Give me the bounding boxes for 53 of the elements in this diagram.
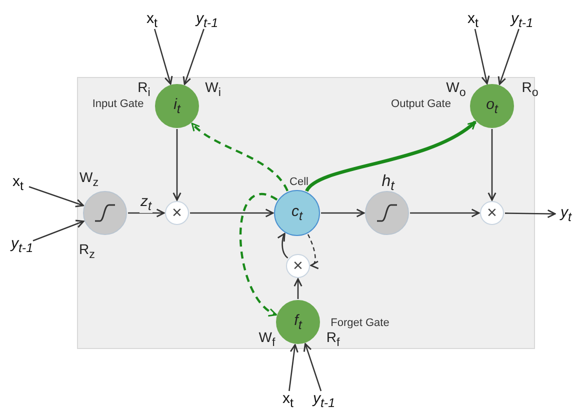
arrow [410,208,480,218]
arrow [288,344,298,392]
multiply-circle [286,254,310,278]
arrow [303,343,322,392]
dashed-arrow [239,193,278,316]
arrow [498,28,520,85]
dashed-arrow [191,122,288,192]
weight-label: R$_{o}$ [522,79,538,99]
weight-label: R$_{i}$ [138,79,150,99]
variable-label: y$_{t-1}$ [507,9,537,31]
variable-label: y$_{t-1}$ [192,9,222,31]
arrow [294,278,302,299]
arrow [32,220,84,242]
multiply-circle [480,201,504,225]
arrow [488,129,496,201]
cell-label: Cell [290,176,308,188]
variable-label: x$_{t}$ [273,389,303,411]
multiply-sign: × [293,256,303,276]
weight-label: W$_{f}$ [258,329,276,349]
variable-label: c$_{t}$ [292,203,302,223]
weight-label: W$_{o}$ [446,79,466,99]
variable-label: y$_{t-1}$ [7,234,37,256]
variable-label: h$_{t}$ [382,172,394,194]
dashed-arrow [307,234,320,268]
arrow [190,208,274,218]
weight-label: W$_{z}$ [79,169,99,189]
arrow [154,28,173,85]
variable-label: x$_{t}$ [137,9,167,31]
weight-label: R$_{z}$ [79,241,95,261]
variable-label: o$_{t}$ [486,96,498,116]
arrow [278,232,288,258]
multiply-sign: × [487,203,497,223]
weight-label: R$_{f}$ [326,329,340,349]
variable-label: y$_{t}$ [551,203,581,225]
variable-label: f$_{t}$ [294,312,302,332]
arrow [172,129,182,201]
gate-label: Forget Gate [330,317,390,329]
arrow [128,208,165,218]
variable-label: x$_{t}$ [3,172,33,194]
gate-label: Input Gate [92,98,144,110]
arrow [28,186,84,208]
variable-label: y$_{t-1}$ [309,389,339,411]
multiply-sign: × [172,203,182,223]
arrow [474,28,490,84]
arrow [321,208,365,218]
arrow [305,120,476,192]
arrow [505,209,556,218]
gate-label: Output Gate [391,98,451,110]
multiply-circle [165,201,189,225]
arrow [182,28,204,85]
variable-label: x$_{t}$ [458,9,488,31]
weight-label: W$_{i}$ [205,79,221,99]
variable-label: i$_{t}$ [174,96,180,116]
